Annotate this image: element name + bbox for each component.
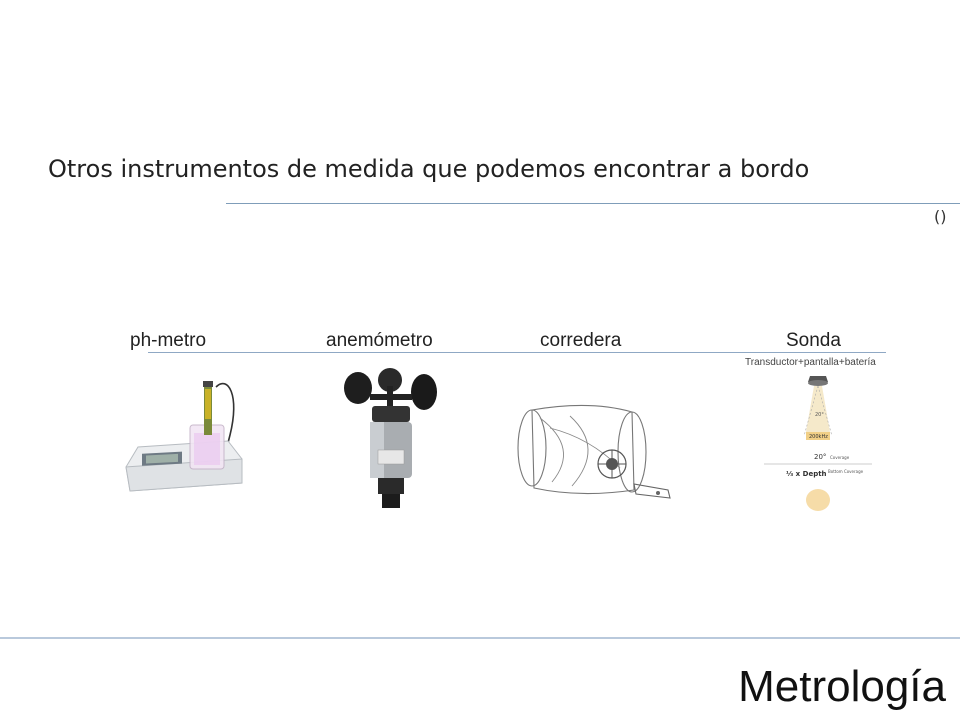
label-sonda: Sonda [786,330,841,351]
coverage-label: Coverage [830,455,850,460]
label-corredera: corredera [540,330,622,351]
footer-title: Metrología [738,662,946,711]
depth-formula-label: ⅓ x Depth [786,470,827,478]
parenthetical-note: () [934,207,947,226]
sonda-sub-label: Transductor+pantalla+batería [745,357,876,368]
coverage-angle-label: 20° [814,453,826,461]
label-anemometro: anemómetro [326,330,433,351]
label-ph-metro: ph-metro [130,330,207,351]
anemometer-icon [344,368,437,508]
ph-meter-icon [125,381,243,492]
bottom-coverage-label: Bottom Coverage [828,469,864,474]
frequency-label: 200kHz [809,434,828,440]
labels-underline [148,352,886,353]
log-speed-sensor-icon [517,404,671,499]
footer-divider [0,637,960,639]
beam-angle-label: 20° [815,412,824,418]
title-underline [226,203,960,204]
sonar-transducer-icon: 20° 200kHz 20° Coverage ⅓ x Depth Bottom… [764,376,872,511]
slide-title: Otros instrumentos de medida que podemos… [48,155,810,183]
